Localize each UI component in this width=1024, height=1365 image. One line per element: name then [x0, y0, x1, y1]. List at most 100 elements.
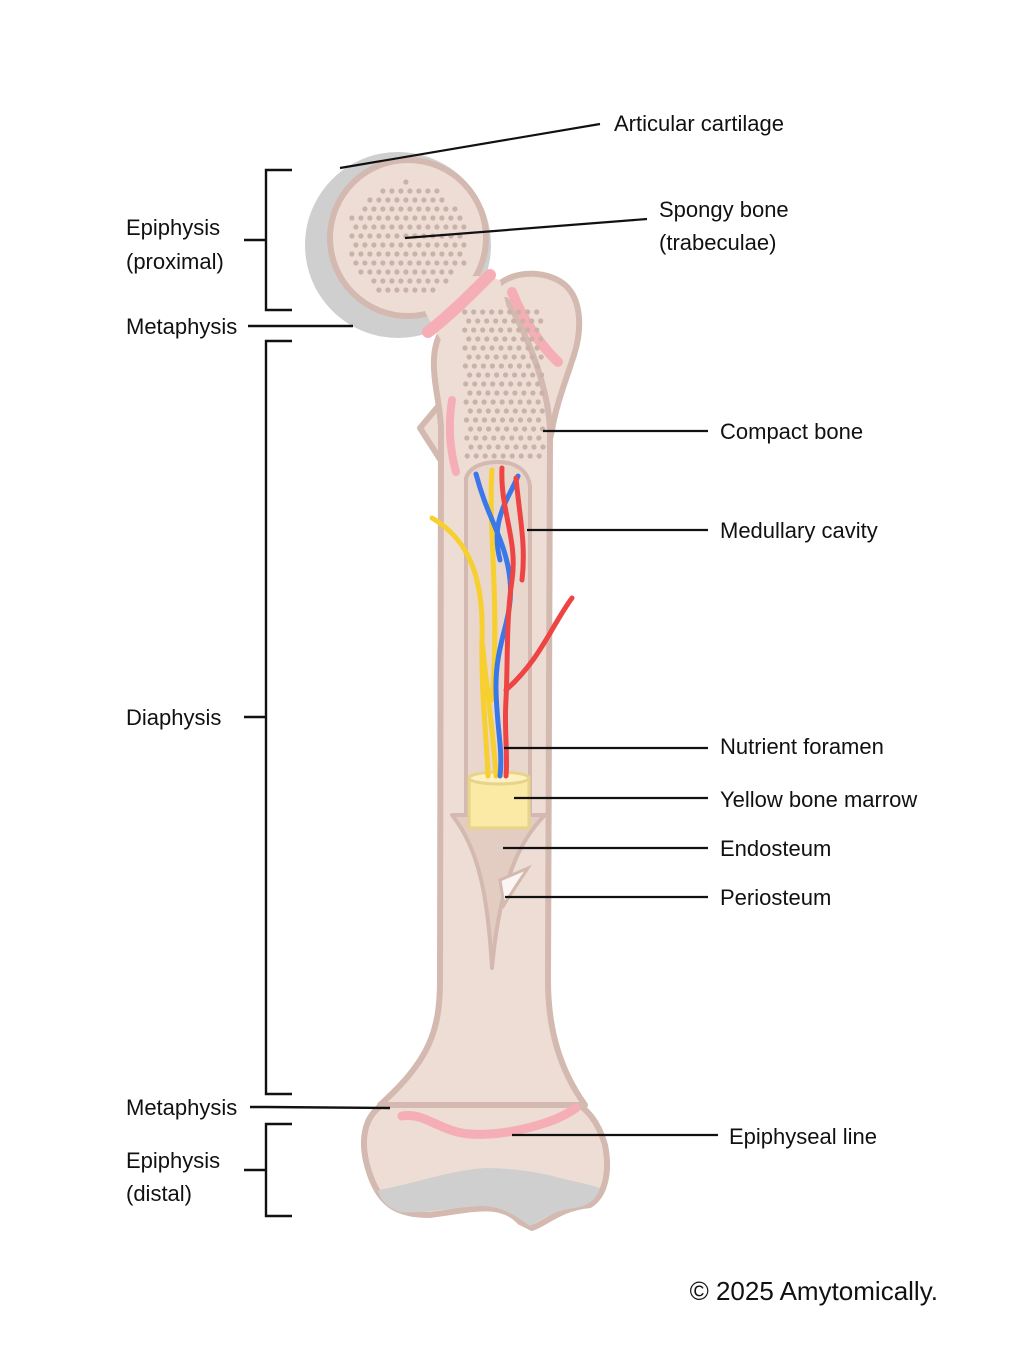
trabecula-dot [499, 417, 506, 423]
trabecula-dot [494, 372, 500, 378]
trabecula-dot [407, 242, 413, 248]
label-metaphysis-proximal: Metaphysis [126, 314, 237, 339]
trabecula-dot [421, 269, 427, 275]
trabecula-dot [412, 269, 418, 275]
trabecula-dot [520, 336, 526, 342]
epiphyseal-line-proximal-head [422, 269, 496, 338]
trabecula-dot [452, 260, 458, 266]
trabecula-dot [476, 408, 482, 414]
trabecula-dot [439, 215, 445, 221]
trabecula-dot [467, 372, 473, 378]
trabecula-dot [530, 372, 536, 378]
trabecula-dot [407, 188, 413, 194]
trabecula-dot [376, 269, 382, 275]
trabecula-dot [471, 345, 477, 351]
trabecula-dot [525, 345, 531, 351]
trabecula-dot [443, 260, 449, 266]
trabecula-dot [412, 215, 418, 221]
trabecula-dot [477, 444, 483, 450]
trabecula-dot [502, 336, 508, 342]
trabecula-dot [353, 242, 359, 248]
trabecula-dot [468, 444, 474, 450]
trabecula-dot [531, 426, 537, 432]
trabecula-dot [502, 354, 508, 360]
trabecula-dot [412, 287, 418, 293]
trabecula-dot [499, 399, 505, 405]
trabecula-dot [416, 224, 422, 230]
trabecula-dot [518, 435, 524, 441]
trabecula-dot [521, 390, 527, 396]
trabecula-dot [480, 309, 486, 315]
trabecula-dot [539, 372, 545, 378]
leader-lines [339, 122, 718, 1137]
trabecula-dot [371, 224, 377, 230]
trabecula-dot [489, 327, 495, 333]
trabecula-dot [507, 309, 513, 315]
trabecula-dot [398, 224, 404, 230]
trabecula-dot [471, 309, 477, 315]
trabecula-dot [481, 381, 487, 387]
trabecula-dot [380, 224, 386, 230]
trabecula-dot [530, 408, 536, 414]
trabecula-dot [491, 435, 497, 441]
trabecula-dot [504, 444, 510, 450]
label-epiphyseal-line: Epiphyseal line [729, 1124, 877, 1149]
trabecula-dot [394, 269, 400, 275]
trabecula-dot [425, 188, 431, 194]
trabecula-dot [517, 399, 523, 405]
trabecula-dot [511, 318, 517, 324]
spongy-bone-trabeculae [349, 179, 546, 459]
trabecula-dot [498, 345, 504, 351]
trabecula-dot [507, 345, 513, 351]
trabecula-dot [452, 224, 458, 230]
trabecula-dot [376, 251, 382, 257]
trabecula-dot [389, 260, 395, 266]
trabecula-dot [376, 233, 382, 239]
trabecula-dot [403, 251, 409, 257]
trabecula-dot [507, 363, 513, 369]
trabecula-dot [520, 354, 526, 360]
trabecula-dot [421, 251, 427, 257]
trabecula-dot [434, 260, 440, 266]
trabecula-dot [380, 278, 386, 284]
trabecula-dot [443, 224, 449, 230]
trabecula-dot [482, 435, 488, 441]
trabecula-dot [371, 278, 377, 284]
trabecula-dot [398, 278, 404, 284]
trabecula-dot [464, 435, 470, 441]
trabecula-dot [513, 444, 519, 450]
trabecula-dot [416, 188, 422, 194]
trabecula-dot [512, 408, 518, 414]
trabecula-dot [461, 260, 467, 266]
trabecula-dot [412, 251, 418, 257]
trabecula-dot [407, 206, 413, 212]
trabecula-dot [380, 188, 386, 194]
trabecula-dot [521, 408, 527, 414]
trabecula-dot [425, 242, 431, 248]
trabecula-dot [385, 215, 391, 221]
trabecula-dot [380, 242, 386, 248]
trabecula-dot [349, 215, 355, 221]
trabecula-dot [416, 278, 422, 284]
trabecula-dot [439, 197, 445, 203]
bracket-epiphysis-distal [244, 1122, 292, 1218]
trabecula-dot [536, 435, 542, 441]
endosteum-inner [498, 864, 533, 910]
trabecula-dot [467, 390, 473, 396]
trabecula-dot [538, 318, 544, 324]
bracket-diaphysis [244, 339, 292, 1096]
trabecula-dot [527, 435, 533, 441]
trabecula-dot [500, 453, 506, 459]
bracket-metaphysis-distal [250, 1105, 391, 1110]
trabecula-dot [502, 318, 508, 324]
trabecula-dot [471, 327, 477, 333]
trabecula-dot [362, 224, 368, 230]
trabecula-dot [484, 318, 490, 324]
articular-cartilage-distal [378, 1168, 600, 1226]
trabecula-dot [358, 233, 364, 239]
trabecula-dot [498, 327, 504, 333]
trabecula-dot [539, 390, 545, 396]
trabecula-dot [493, 354, 499, 360]
trabecula-dot [462, 345, 468, 351]
